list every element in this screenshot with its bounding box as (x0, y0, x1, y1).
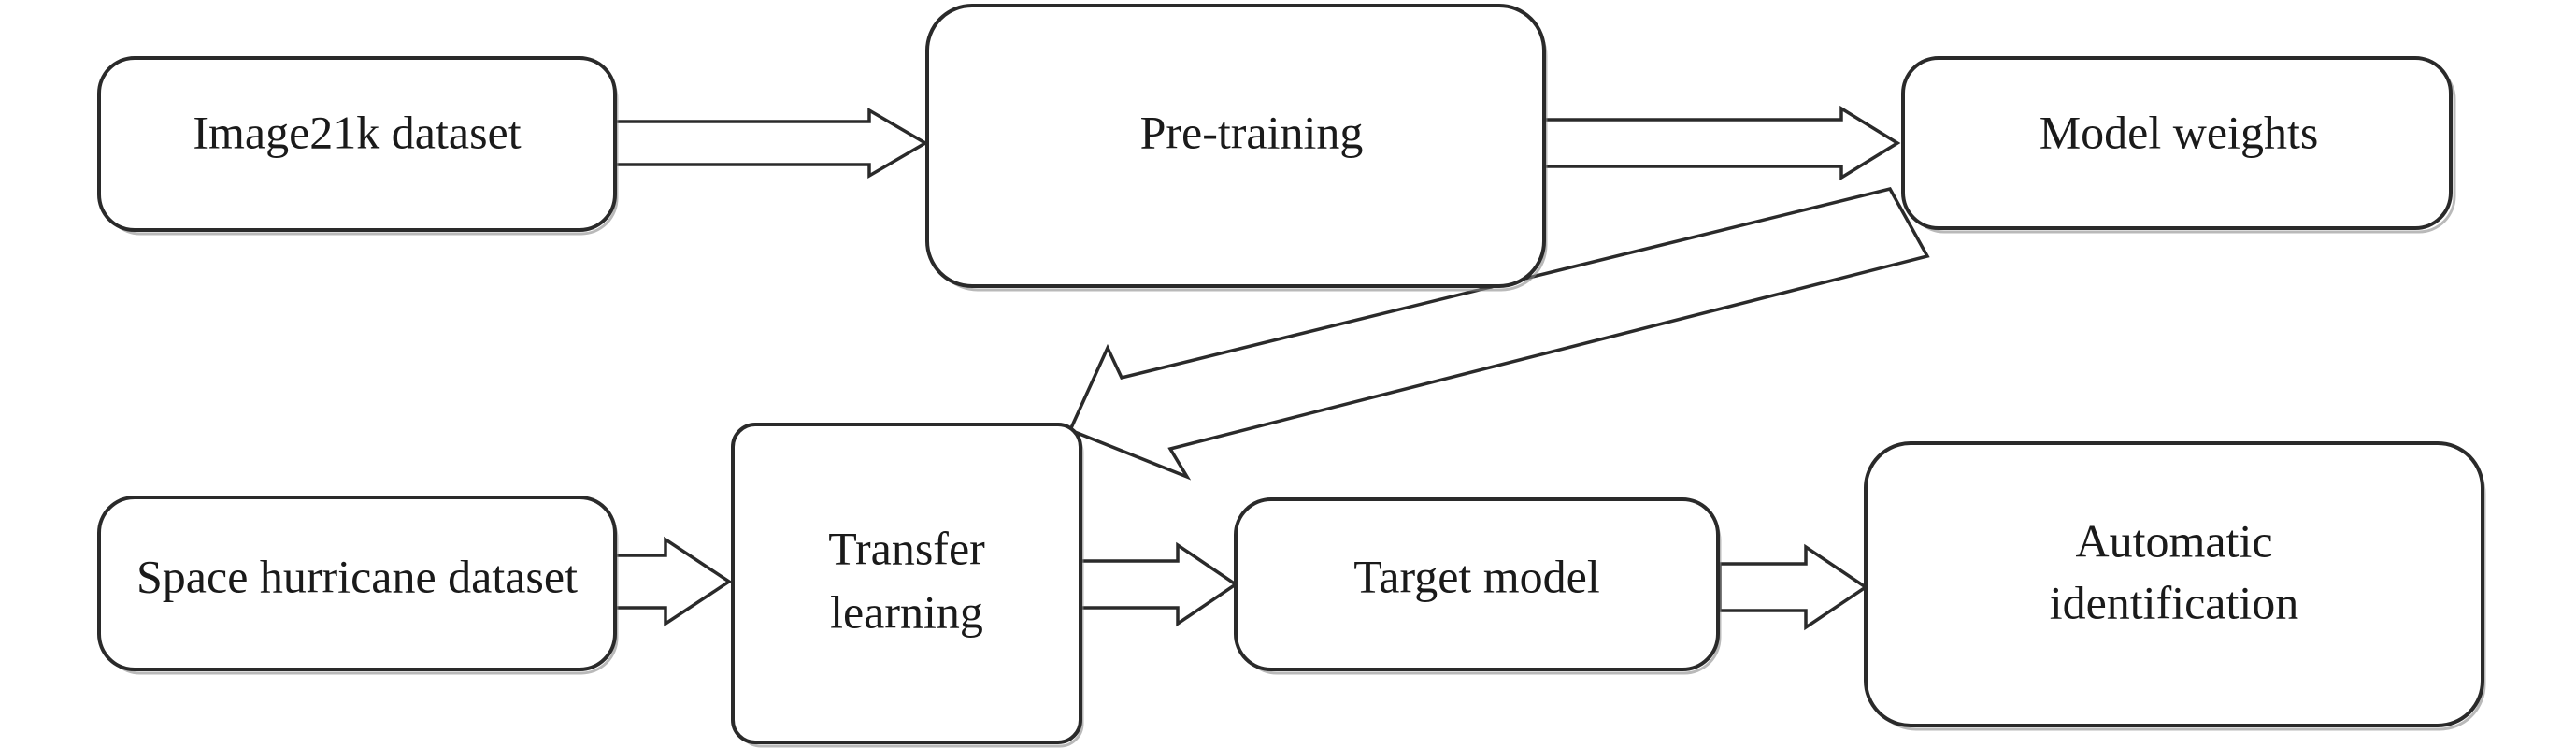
node-image21k-dataset-label: Image21k dataset (193, 106, 521, 158)
node-model-weights: Model weights (1901, 56, 2456, 234)
node-target-model: Target model (1234, 497, 1722, 675)
arrow-image21k-to-pretraining (613, 107, 929, 180)
node-transfer-learning-line1: Transfer (828, 522, 985, 574)
node-automatic-identification: Automatic identification (1864, 441, 2486, 731)
node-pretraining-label: Pre-training (1140, 106, 1364, 158)
node-transfer-learning-line2: learning (830, 585, 983, 638)
node-target-model-label: Target model (1353, 550, 1600, 602)
node-space-hurricane-dataset-label: Space hurricane dataset (136, 550, 578, 602)
node-automatic-identification-line1: Automatic (2075, 514, 2272, 567)
node-image21k-dataset: Image21k dataset (97, 56, 619, 236)
arrow-transfer-learning-to-target-model (1079, 541, 1239, 627)
arrow-space-hurricane-to-transfer-learning (613, 536, 733, 627)
node-transfer-learning: Transfer learning (731, 423, 1084, 748)
node-automatic-identification-line2: identification (2050, 576, 2299, 628)
node-model-weights-label: Model weights (2039, 106, 2319, 158)
node-pretraining: Pre-training (925, 4, 1548, 292)
arrow-target-model-to-automatic-identification (1718, 543, 1869, 631)
arrow-model-weights-to-transfer-learning (1067, 186, 1930, 481)
arrow-pretraining-to-model-weights (1542, 105, 1901, 181)
node-space-hurricane-dataset: Space hurricane dataset (97, 496, 619, 675)
